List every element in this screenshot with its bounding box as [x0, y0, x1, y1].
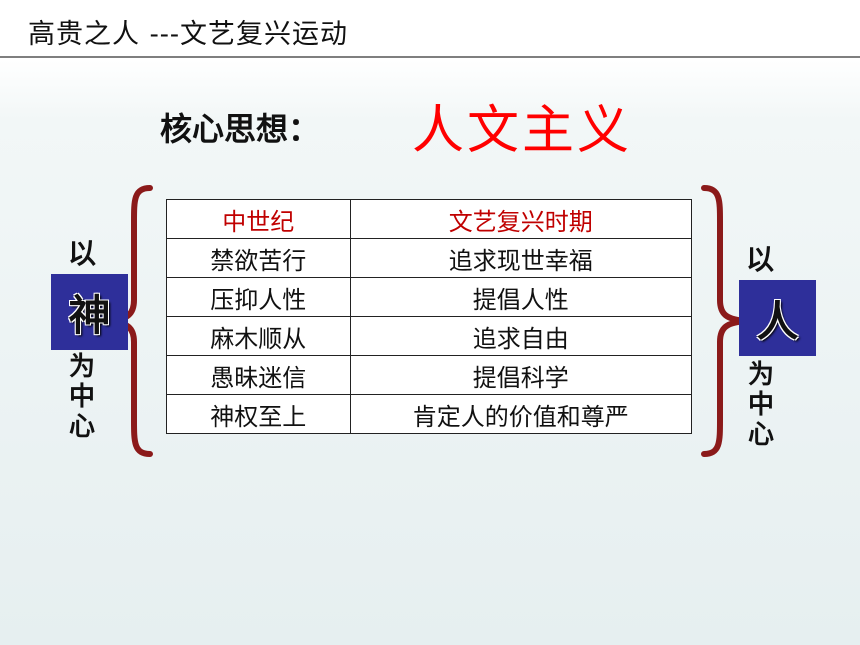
- medieval-cell: 麻木顺从: [166, 316, 351, 356]
- left-side-bottom-text: 为中心: [68, 352, 95, 442]
- title-divider: [0, 56, 860, 58]
- core-idea-value: 人文主义: [412, 101, 633, 161]
- core-idea-label: 核心思想：: [160, 110, 321, 148]
- left-side-box: 神: [51, 274, 128, 350]
- table-row: 压抑人性 提倡人性: [166, 277, 693, 317]
- table-row: 麻木顺从 追求自由: [166, 316, 693, 356]
- medieval-cell: 神权至上: [166, 394, 351, 434]
- header-renaissance: 文艺复兴时期: [349, 199, 693, 239]
- renaissance-cell: 提倡人性: [349, 277, 693, 317]
- table-row: 愚昧迷信 提倡科学: [166, 355, 693, 395]
- right-side-box: 人: [739, 280, 816, 356]
- comparison-table: 中世纪 文艺复兴时期 禁欲苦行 追求现世幸福 压抑人性 提倡人性 麻木顺从 追求…: [166, 199, 693, 434]
- medieval-cell: 压抑人性: [166, 277, 351, 317]
- header-medieval: 中世纪: [166, 199, 351, 239]
- right-side-top-text: 以: [746, 243, 775, 276]
- right-side-bottom-text: 为中心: [747, 360, 774, 450]
- slide-title: 高贵之人 ---文艺复兴运动: [28, 19, 348, 50]
- renaissance-cell: 肯定人的价值和尊严: [349, 394, 693, 434]
- table-header-row: 中世纪 文艺复兴时期: [166, 199, 693, 239]
- renaissance-cell: 追求现世幸福: [349, 238, 693, 278]
- medieval-cell: 禁欲苦行: [166, 238, 351, 278]
- table-row: 禁欲苦行 追求现世幸福: [166, 238, 693, 278]
- table-row: 神权至上 肯定人的价值和尊严: [166, 394, 693, 434]
- medieval-cell: 愚昧迷信: [166, 355, 351, 395]
- left-side-top-text: 以: [68, 237, 97, 270]
- renaissance-cell: 追求自由: [349, 316, 693, 356]
- renaissance-cell: 提倡科学: [349, 355, 693, 395]
